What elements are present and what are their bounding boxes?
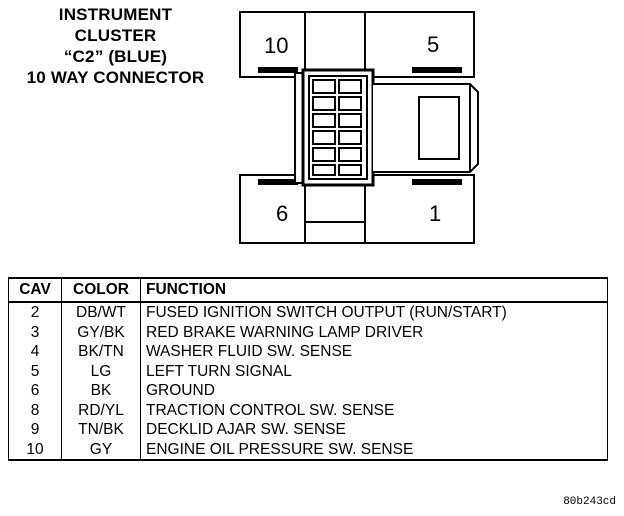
cell-cav: 4 <box>8 342 62 362</box>
pin-label-top-right: 5 <box>427 32 439 57</box>
cell-cav: 2 <box>8 302 62 323</box>
table-row: 2 DB/WT FUSED IGNITION SWITCH OUTPUT (RU… <box>8 302 608 323</box>
cavity <box>312 147 336 162</box>
cavity <box>338 79 362 94</box>
cell-cav: 9 <box>8 420 62 440</box>
cavity <box>312 96 336 111</box>
cavity <box>338 113 362 128</box>
header-color: COLOR <box>61 277 141 303</box>
table-row: 9 TN/BK DECKLID AJAR SW. SENSE <box>8 420 608 440</box>
title-line-1: INSTRUMENT <box>58 5 173 24</box>
cell-function: RED BRAKE WARNING LAMP DRIVER <box>140 322 608 342</box>
header-function: FUNCTION <box>140 277 608 303</box>
cell-color: DB/WT <box>61 302 141 323</box>
table-row: 5 LG LEFT TURN SIGNAL <box>8 361 608 381</box>
table-row: 3 GY/BK RED BRAKE WARNING LAMP DRIVER <box>8 322 608 342</box>
cavity <box>338 130 362 145</box>
connector-top-body <box>239 11 475 78</box>
cell-cav: 6 <box>8 381 62 401</box>
cell-color: LG <box>61 361 141 381</box>
header-cav: CAV <box>8 277 62 303</box>
cell-color: BK/TN <box>61 342 141 362</box>
cell-function: LEFT TURN SIGNAL <box>140 361 608 381</box>
cell-color: RD/YL <box>61 400 141 420</box>
cell-function: WASHER FLUID SW. SENSE <box>140 342 608 362</box>
title-line-4: 10 WAY CONNECTOR <box>26 68 205 87</box>
latch-housing <box>373 83 479 173</box>
reference-code: 80b243cd <box>563 496 616 508</box>
cavity <box>312 164 336 176</box>
table-row: 8 RD/YL TRACTION CONTROL SW. SENSE <box>8 400 608 420</box>
table-row: 10 GY ENGINE OIL PRESSURE SW. SENSE <box>8 439 608 461</box>
title-line-2: CLUSTER <box>74 26 157 45</box>
latch-window <box>418 96 460 160</box>
cell-function: ENGINE OIL PRESSURE SW. SENSE <box>140 439 608 461</box>
cavity <box>338 164 362 176</box>
cell-color: GY <box>61 439 141 461</box>
cavity <box>312 130 336 145</box>
cell-cav: 10 <box>8 439 62 461</box>
table-row: 6 BK GROUND <box>8 381 608 401</box>
pin-label-bottom-right: 1 <box>429 201 441 226</box>
pin-label-bottom-left: 6 <box>276 201 288 226</box>
cavity <box>312 79 336 94</box>
cell-cav: 8 <box>8 400 62 420</box>
cell-function: TRACTION CONTROL SW. SENSE <box>140 400 608 420</box>
cavity <box>312 113 336 128</box>
cell-color: TN/BK <box>61 420 141 440</box>
cell-function: FUSED IGNITION SWITCH OUTPUT (RUN/START) <box>140 302 608 323</box>
title-line-3: “C2” (BLUE) <box>63 47 168 66</box>
terminal-block <box>301 68 375 187</box>
pinout-table: CAV COLOR FUNCTION 2 DB/WT FUSED IGNITIO… <box>8 277 608 461</box>
diagram-title: INSTRUMENT CLUSTER “C2” (BLUE) 10 WAY CO… <box>8 4 223 88</box>
connector-diagram: 10 5 6 1 <box>239 11 479 244</box>
cell-cav: 5 <box>8 361 62 381</box>
cell-function: GROUND <box>140 381 608 401</box>
cell-function: DECKLID AJAR SW. SENSE <box>140 420 608 440</box>
table-row: 4 BK/TN WASHER FLUID SW. SENSE <box>8 342 608 362</box>
cavity <box>338 96 362 111</box>
table-header-row: CAV COLOR FUNCTION <box>8 277 608 303</box>
cell-color: GY/BK <box>61 322 141 342</box>
pin-label-top-left: 10 <box>264 33 288 58</box>
cavity <box>338 147 362 162</box>
cell-cav: 3 <box>8 322 62 342</box>
cell-color: BK <box>61 381 141 401</box>
